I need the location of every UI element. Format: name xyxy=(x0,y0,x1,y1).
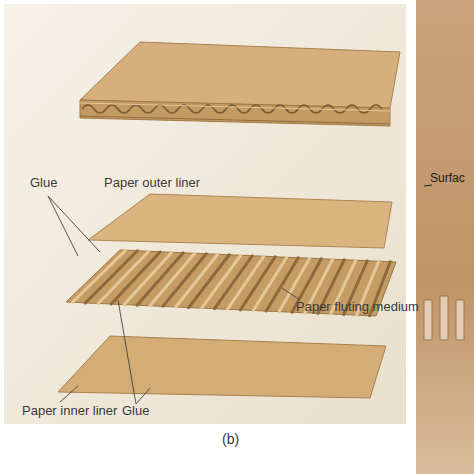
flute-ridge xyxy=(163,254,206,307)
flute-ridge xyxy=(150,253,195,306)
part-label: Paper fluting medium xyxy=(296,300,419,314)
flute-ridge xyxy=(98,251,148,303)
outer-liner-sheet xyxy=(88,194,392,248)
part-label: Paper inner liner xyxy=(22,404,117,418)
flute-ridge xyxy=(124,252,172,304)
photo-leader xyxy=(424,185,432,186)
photo-panel xyxy=(416,0,474,474)
flute-ridge xyxy=(72,250,125,302)
inner-liner-sheet xyxy=(58,336,386,398)
flute-ridge xyxy=(111,252,160,304)
leader-lines xyxy=(48,196,300,404)
flute-ridge xyxy=(137,253,183,305)
flute-ridge xyxy=(85,251,137,303)
part-label: Glue xyxy=(122,404,149,418)
photo-flutes xyxy=(424,296,464,340)
part-label: Glue xyxy=(30,176,57,190)
photo-label: Surfac xyxy=(430,172,465,185)
assembled-board xyxy=(80,42,400,126)
panel-letter: (b) xyxy=(222,432,239,447)
panel-background xyxy=(4,4,406,424)
part-label: Paper outer liner xyxy=(104,176,200,190)
